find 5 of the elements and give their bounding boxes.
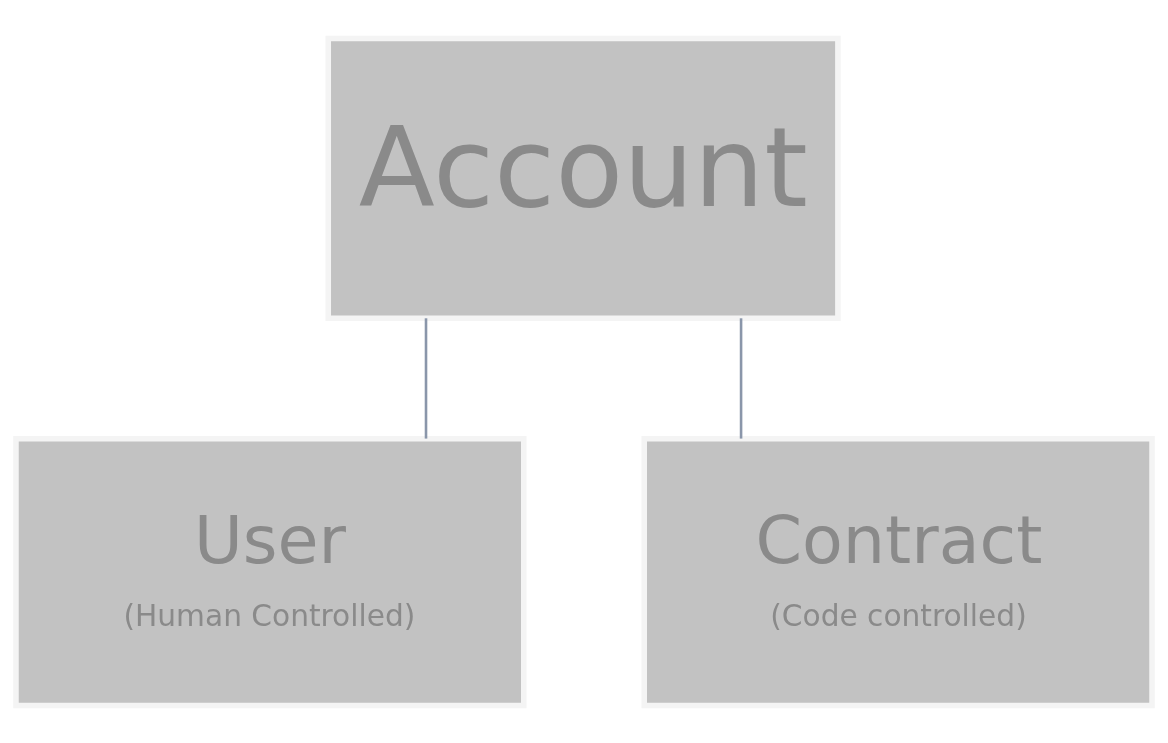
connector xyxy=(424,317,428,439)
node-box: User (Human Controlled) xyxy=(13,435,527,708)
node-box: Contract (Code controlled) xyxy=(641,435,1155,708)
connector xyxy=(739,317,743,439)
node-box: Account xyxy=(325,35,841,321)
